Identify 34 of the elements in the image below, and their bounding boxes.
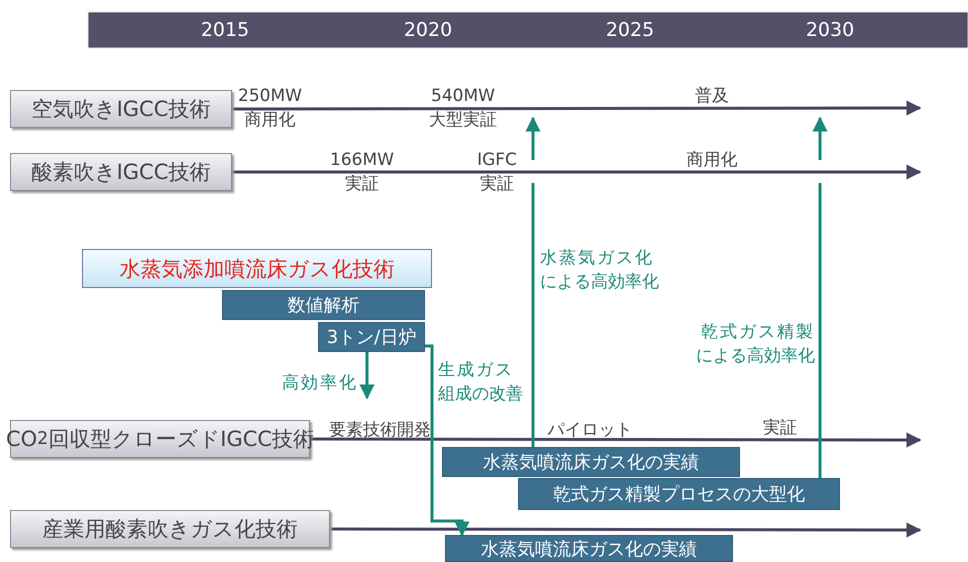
row-label-box: 産業用酸素吹きガス化技術 (10, 510, 330, 548)
task-bar: 数値解析 (222, 290, 425, 320)
task-bar: 水蒸気噴流床ガス化の実績 (445, 535, 733, 562)
edge-label: 水蒸気ガス化による高効率化 (540, 247, 660, 294)
timeline-arrow (232, 100, 922, 116)
year-label: 2025 (604, 18, 656, 42)
arrow (360, 352, 374, 400)
milestone-label: IGFC 実証 (476, 149, 518, 196)
arrow (526, 116, 540, 448)
milestone-label: 要素技術開発 (328, 419, 432, 442)
year-label: 2020 (402, 18, 454, 42)
technology-heading-box: 水蒸気添加噴流床ガス化技術 (82, 249, 432, 288)
milestone-label: 540MW 大型実証 (428, 85, 498, 132)
edge-label: 乾式ガス精製による高効率化 (695, 321, 815, 368)
edge-label: 生成ガス組成の改善 (438, 359, 524, 406)
task-bar: 水蒸気噴流床ガス化の実績 (442, 447, 740, 477)
year-label: 2030 (804, 18, 856, 42)
milestone-label: 250MW 商用化 (238, 85, 302, 132)
year-label: 2015 (200, 18, 250, 42)
arrow (812, 116, 828, 480)
edge-label: 高効率化 (281, 372, 358, 395)
timeline-arrow (330, 522, 922, 538)
milestone-label: 166MW 実証 (330, 149, 394, 196)
timeline-arrow (310, 432, 922, 448)
row-label-box: 酸素吹きIGCC技術 (10, 153, 232, 191)
task-bar: 乾式ガス精製プロセスの大型化 (518, 478, 840, 510)
timeline-arrow (232, 164, 922, 180)
milestone-label: 実証 (762, 417, 798, 440)
milestone-label: 普及 (694, 85, 730, 108)
row-label-box: 空気吹きIGCC技術 (10, 90, 232, 128)
arrow (425, 344, 470, 536)
milestone-label: パイロット (546, 419, 634, 442)
milestone-label: 商用化 (686, 149, 738, 172)
task-bar: 3トン/日炉 (318, 322, 425, 352)
